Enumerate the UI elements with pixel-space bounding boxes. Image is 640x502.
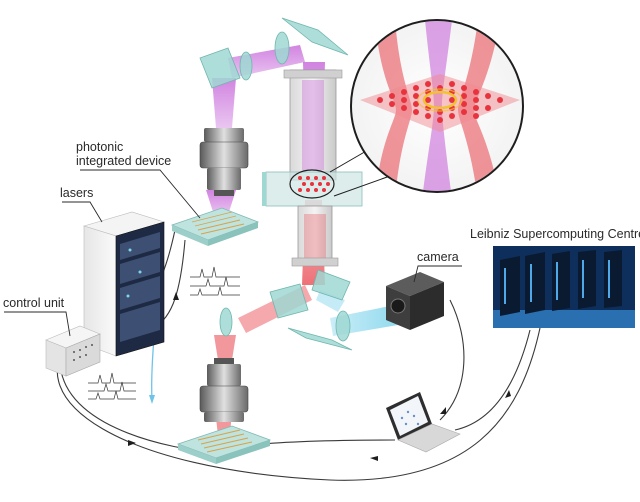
ring-orbit bbox=[417, 88, 463, 112]
pulse-plot-upper bbox=[190, 266, 240, 296]
vacuum-chamber-icon bbox=[262, 69, 363, 267]
supercomputer-label: Leibniz Supercomputing Centre bbox=[470, 227, 640, 241]
optical-lattice-icon bbox=[350, 19, 524, 193]
mirror-top-left bbox=[199, 47, 241, 89]
objective-lens-icon bbox=[199, 128, 249, 196]
arrow-mark bbox=[440, 407, 446, 414]
lens-top bbox=[239, 51, 253, 81]
chip-to-laptop-cable bbox=[249, 439, 396, 446]
chip-icon bbox=[176, 425, 272, 464]
fiber-arrow bbox=[149, 395, 155, 404]
lens-top-2 bbox=[274, 31, 290, 65]
arrow-mark bbox=[370, 456, 378, 461]
arrow-mark bbox=[505, 390, 511, 398]
violet-beam-to-objective bbox=[212, 78, 236, 128]
photonic-integrated-device-label: photonic integrated device bbox=[76, 140, 171, 168]
magnify-focus-ring bbox=[289, 169, 335, 199]
mirror-top-right bbox=[281, 17, 349, 56]
camera-icon bbox=[386, 272, 444, 330]
label-line: photonic bbox=[76, 140, 124, 154]
violet-beam-to-chip bbox=[206, 190, 236, 215]
camera-to-laptop-cable bbox=[439, 299, 465, 421]
laptop-icon bbox=[386, 392, 461, 453]
lens-camera bbox=[335, 310, 351, 342]
cyan-beam-split bbox=[316, 290, 345, 312]
beam-splitter bbox=[311, 269, 351, 301]
chip-icon bbox=[170, 207, 260, 246]
label-line: integrated device bbox=[76, 154, 172, 168]
camera-label: camera bbox=[417, 250, 459, 264]
optics bbox=[199, 17, 353, 351]
server-rack-icon bbox=[493, 246, 635, 328]
arrow-mark bbox=[173, 292, 179, 300]
laptop-to-supercomputer-cable bbox=[454, 329, 531, 431]
ring-orbit bbox=[422, 90, 458, 110]
lasers-label: lasers bbox=[60, 186, 94, 200]
mirror-bottom bbox=[269, 283, 309, 319]
mirror-bottom-right bbox=[287, 327, 353, 351]
main-cable-loop bbox=[56, 327, 541, 481]
zoom-line bbox=[333, 175, 391, 197]
laser-rack-icon bbox=[82, 211, 166, 357]
lens-bottom bbox=[219, 307, 233, 337]
cable-arrows bbox=[128, 292, 511, 461]
control-unit-label: control unit bbox=[3, 296, 65, 310]
zoom-line bbox=[329, 149, 369, 173]
control-box-icon bbox=[45, 325, 101, 377]
pulse-plot-lower bbox=[88, 372, 136, 400]
arrow-mark bbox=[128, 440, 136, 446]
red-beam-to-objective bbox=[214, 335, 236, 360]
objective-lens-icon bbox=[199, 358, 249, 422]
